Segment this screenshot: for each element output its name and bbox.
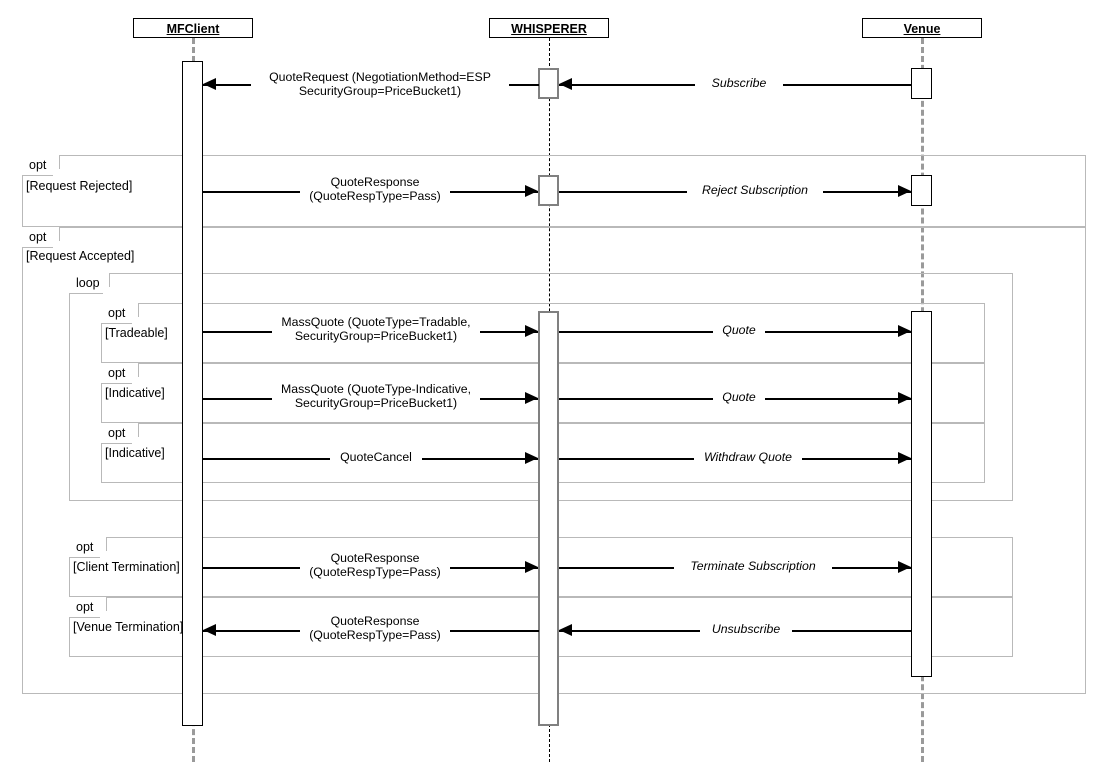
fragment-guard-request-rejected: [Request Rejected] (26, 179, 133, 193)
fragment-opt-request-rejected[interactable] (22, 155, 1086, 227)
fragment-operator-loop-quotes: loop (69, 273, 110, 294)
message-label-m3-line1: QuoteResponse (330, 175, 420, 189)
message-arrowhead-m6 (898, 324, 911, 337)
message-label-m10-line1: Withdraw Quote (703, 450, 793, 464)
activation-mfclient (182, 61, 203, 726)
message-label-m4: Reject Subscription (687, 183, 823, 198)
participant-label-mfclient: MFClient (166, 22, 220, 36)
participant-label-venue: Venue (903, 22, 941, 36)
message-label-m4-line1: Reject Subscription (702, 183, 808, 197)
fragment-operator-opt-tradeable: opt (101, 303, 139, 324)
message-arrowhead-m8 (898, 391, 911, 404)
message-label-m8-line1: Quote (722, 390, 756, 404)
message-arrowhead-m4 (898, 184, 911, 197)
message-label-m3-line2: (QuoteRespType=Pass) (309, 188, 441, 203)
message-arrowhead-m13 (203, 623, 216, 636)
activation-whisperer-1 (538, 68, 559, 99)
fragment-operator-opt-indicative-2: opt (101, 423, 139, 444)
message-label-m2: Subscribe (695, 76, 783, 91)
message-arrowhead-m11 (525, 560, 538, 573)
message-label-m9: QuoteCancel (330, 450, 422, 465)
activation-whisperer-2 (538, 175, 559, 206)
message-arrowhead-m10 (898, 451, 911, 464)
fragment-operator-opt-indicative-1: opt (101, 363, 139, 384)
message-arrowhead-m9 (525, 451, 538, 464)
message-label-m12: Terminate Subscription (674, 559, 832, 574)
message-label-m6-line1: Quote (722, 323, 756, 337)
message-arrowhead-m2 (559, 77, 572, 90)
fragment-operator-opt-client-termination: opt (69, 537, 107, 558)
message-label-m6: Quote (713, 323, 765, 338)
fragment-operator-opt-request-accepted: opt (22, 227, 60, 248)
fragment-guard-venue-termination: [Venue Termination] (73, 620, 184, 634)
message-label-m14: Unsubscribe (700, 622, 792, 637)
message-arrowhead-m12 (898, 560, 911, 573)
message-label-m7-line1: MassQuote (QuoteType-Indicative, (280, 382, 471, 396)
message-label-m13: QuoteResponse (QuoteRespType=Pass) (300, 614, 450, 642)
fragment-operator-opt-venue-termination: opt (69, 597, 107, 618)
message-label-m1-line2: SecurityGroup=PriceBucket1) (298, 83, 462, 98)
message-arrowhead-m3 (525, 184, 538, 197)
message-label-m7-line2: SecurityGroup=PriceBucket1) (294, 395, 458, 410)
fragment-guard-indicative-2: [Indicative] (105, 446, 165, 460)
fragment-guard-indicative-1: [Indicative] (105, 386, 165, 400)
fragment-operator-opt-request-rejected: opt (22, 155, 60, 176)
message-label-m11: QuoteResponse (QuoteRespType=Pass) (300, 551, 450, 579)
message-label-m5-line2: SecurityGroup=PriceBucket1) (294, 328, 458, 343)
message-label-m14-line1: Unsubscribe (711, 622, 781, 636)
fragment-guard-request-accepted: [Request Accepted] (26, 249, 135, 263)
message-label-m8: Quote (713, 390, 765, 405)
activation-venue-2 (911, 175, 932, 206)
message-arrowhead-m1 (203, 77, 216, 90)
message-label-m5: MassQuote (QuoteType=Tradable, SecurityG… (272, 315, 480, 343)
participant-label-whisperer: WHISPERER (511, 22, 587, 36)
message-arrowhead-m14 (559, 623, 572, 636)
message-label-m11-line1: QuoteResponse (330, 551, 420, 565)
message-label-m7: MassQuote (QuoteType-Indicative, Securit… (272, 382, 480, 410)
message-arrowhead-m7 (525, 391, 538, 404)
message-label-m10: Withdraw Quote (694, 450, 802, 465)
message-label-m2-line1: Subscribe (711, 76, 767, 90)
message-label-m1-line1: QuoteRequest (NegotiationMethod=ESP (269, 70, 491, 84)
message-label-m9-line1: QuoteCancel (340, 450, 412, 464)
participant-header-whisperer[interactable]: WHISPERER (489, 18, 609, 38)
participant-header-venue[interactable]: Venue (862, 18, 982, 38)
activation-venue-3 (911, 311, 932, 677)
message-arrowhead-m5 (525, 324, 538, 337)
message-label-m3: QuoteResponse (QuoteRespType=Pass) (300, 175, 450, 203)
participant-header-mfclient[interactable]: MFClient (133, 18, 253, 38)
message-label-m13-line2: (QuoteRespType=Pass) (309, 627, 441, 642)
message-label-m1: QuoteRequest (NegotiationMethod=ESP Secu… (251, 70, 509, 98)
activation-whisperer-3 (538, 311, 559, 726)
fragment-guard-client-termination: [Client Termination] (73, 560, 180, 574)
message-label-m5-line1: MassQuote (QuoteType=Tradable, (281, 315, 471, 329)
message-label-m13-line1: QuoteResponse (330, 614, 420, 628)
activation-venue-1 (911, 68, 932, 99)
message-label-m11-line2: (QuoteRespType=Pass) (309, 564, 441, 579)
fragment-guard-tradeable: [Tradeable] (105, 326, 168, 340)
message-label-m12-line1: Terminate Subscription (690, 559, 816, 573)
